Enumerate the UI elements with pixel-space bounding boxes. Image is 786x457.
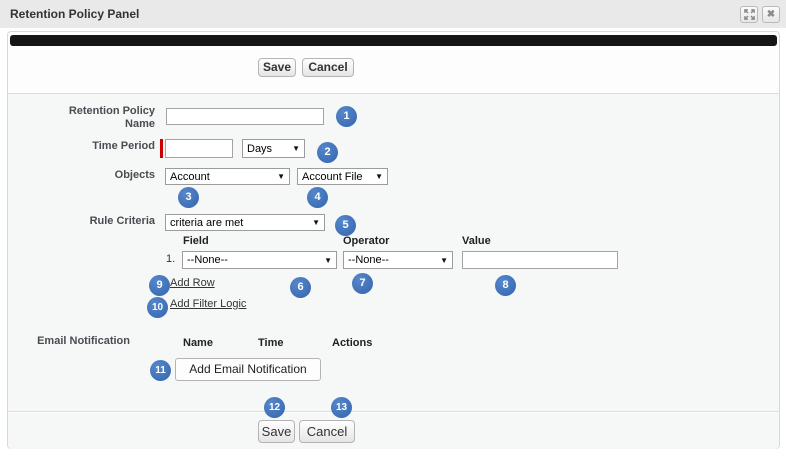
annotation-badge-9: 9 bbox=[149, 275, 170, 296]
criteria-field-value: --None-- bbox=[187, 254, 228, 266]
field-column-header: Field bbox=[183, 235, 209, 247]
chevron-down-icon: ▼ bbox=[277, 172, 285, 181]
value-column-header: Value bbox=[462, 235, 491, 247]
actions-column-header: Actions bbox=[332, 337, 373, 349]
retention-policy-name-input[interactable] bbox=[166, 108, 324, 125]
add-row-link[interactable]: Add Row bbox=[170, 277, 215, 289]
add-filter-logic-link[interactable]: Add Filter Logic bbox=[170, 298, 247, 310]
annotation-badge-2: 2 bbox=[317, 142, 338, 163]
email-notification-label: Email Notification bbox=[37, 335, 130, 347]
chevron-down-icon: ▼ bbox=[292, 144, 300, 153]
annotation-badge-11: 11 bbox=[150, 360, 171, 381]
time-unit-select[interactable]: Days ▼ bbox=[242, 139, 305, 158]
retention-policy-panel: Save Cancel Retention Policy Name Time P… bbox=[7, 31, 780, 449]
panel-header-bar bbox=[10, 35, 777, 46]
annotation-badge-6: 6 bbox=[290, 277, 311, 298]
objects-label: Objects bbox=[114, 169, 155, 181]
time-period-input[interactable] bbox=[165, 139, 233, 158]
chevron-down-icon: ▼ bbox=[312, 218, 320, 227]
time-period-label: Time Period bbox=[92, 140, 155, 152]
annotation-badge-13: 13 bbox=[331, 397, 352, 418]
chevron-down-icon: ▼ bbox=[324, 255, 332, 265]
criteria-operator-value: --None-- bbox=[348, 254, 389, 266]
chevron-down-icon: ▼ bbox=[375, 172, 383, 181]
annotation-badge-12: 12 bbox=[264, 397, 285, 418]
annotation-badge-7: 7 bbox=[352, 273, 373, 294]
required-indicator bbox=[160, 139, 163, 158]
object-file-value: Account File bbox=[302, 170, 363, 183]
object-file-select[interactable]: Account File ▼ bbox=[297, 168, 388, 185]
cancel-button-top[interactable]: Cancel bbox=[302, 58, 354, 77]
expand-button[interactable] bbox=[740, 6, 758, 23]
close-button[interactable]: ✖ bbox=[762, 6, 780, 23]
save-button-top[interactable]: Save bbox=[258, 58, 296, 77]
retention-policy-name-label: Retention Policy Name bbox=[68, 105, 155, 130]
annotation-badge-4: 4 bbox=[307, 187, 328, 208]
object-value: Account bbox=[170, 170, 210, 183]
toolbar-divider bbox=[8, 93, 779, 94]
window-title: Retention Policy Panel bbox=[10, 7, 140, 21]
operator-column-header: Operator bbox=[343, 235, 390, 247]
save-button-bottom[interactable]: Save bbox=[258, 420, 295, 443]
time-unit-value: Days bbox=[247, 142, 273, 155]
annotation-badge-5: 5 bbox=[335, 215, 356, 236]
close-icon: ✖ bbox=[766, 9, 776, 20]
name-column-header: Name bbox=[183, 337, 213, 349]
bottom-toolbar: Save Cancel bbox=[8, 413, 779, 449]
rule-criteria-label: Rule Criteria bbox=[89, 215, 155, 227]
window-titlebar: Retention Policy Panel ✖ bbox=[0, 0, 786, 28]
criteria-operator-select[interactable]: --None-- ▼ bbox=[343, 251, 453, 269]
annotation-badge-8: 8 bbox=[495, 275, 516, 296]
expand-icon bbox=[743, 9, 755, 20]
rule-criteria-value: criteria are met bbox=[170, 216, 244, 229]
cancel-button-bottom[interactable]: Cancel bbox=[299, 420, 355, 443]
add-email-notification-button[interactable]: Add Email Notification bbox=[175, 358, 321, 381]
object-select[interactable]: Account ▼ bbox=[165, 168, 290, 185]
annotation-badge-3: 3 bbox=[178, 187, 199, 208]
criteria-row-index: 1. bbox=[166, 253, 176, 265]
chevron-down-icon: ▼ bbox=[440, 255, 448, 265]
criteria-field-select[interactable]: --None-- ▼ bbox=[182, 251, 337, 269]
annotation-badge-10: 10 bbox=[147, 297, 168, 318]
time-column-header: Time bbox=[258, 337, 284, 349]
criteria-value-input[interactable] bbox=[462, 251, 618, 269]
form-area: Retention Policy Name Time Period Days ▼… bbox=[8, 94, 779, 412]
rule-criteria-select[interactable]: criteria are met ▼ bbox=[165, 214, 325, 231]
annotation-badge-1: 1 bbox=[336, 106, 357, 127]
